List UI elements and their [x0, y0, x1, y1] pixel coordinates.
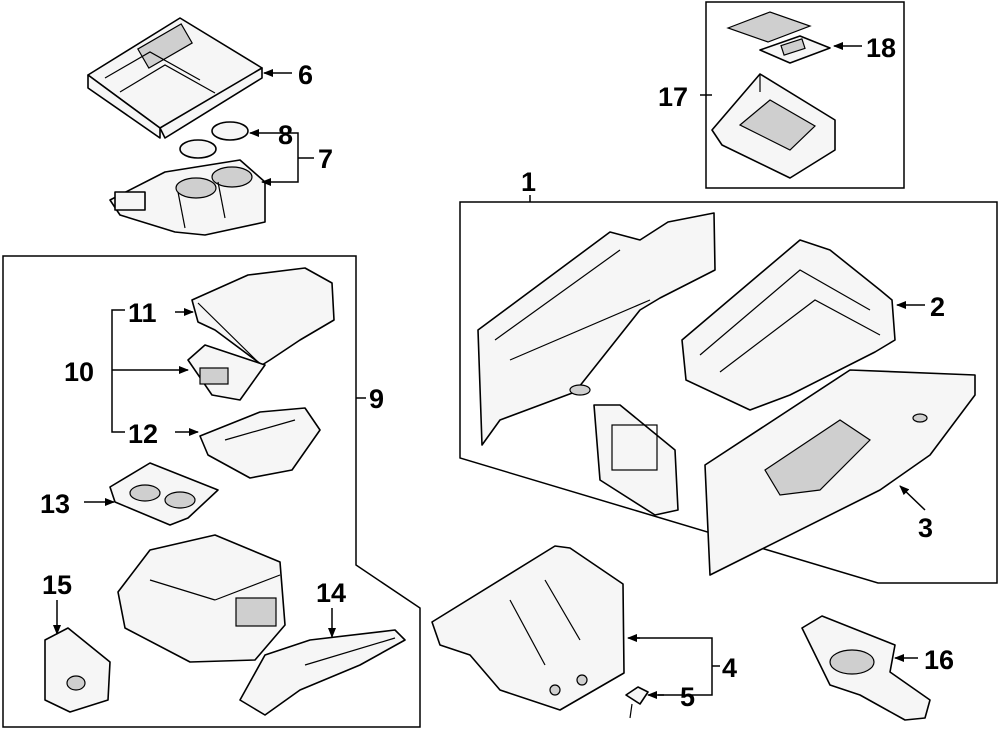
- callout-10: 10: [64, 357, 94, 387]
- callout-9: 9: [369, 384, 384, 414]
- part-14-trim-panel: [239, 629, 406, 716]
- part-12-hinge: [199, 407, 321, 479]
- callout-13: 13: [40, 489, 70, 519]
- part-15-switch-bezel: [44, 627, 111, 713]
- group-box-1: [459, 201, 998, 584]
- part-10-latch: [187, 344, 266, 401]
- part-2-console-bracket: [681, 239, 896, 411]
- callout-1: 1: [521, 167, 536, 197]
- part-7-cup-holder: [109, 159, 266, 236]
- part-8-cup-inserts: [179, 121, 249, 159]
- callout-16: 16: [924, 645, 954, 675]
- callout-3: 3: [918, 513, 933, 543]
- callout-2: 2: [930, 292, 945, 322]
- leader-4-bracket: [632, 637, 713, 696]
- part-4-console-frame: [431, 545, 625, 711]
- callout-6: 6: [298, 60, 313, 90]
- part-11-armrest-lid: [191, 267, 335, 366]
- part-6-console-top-panel: [87, 17, 263, 139]
- callout-15: 15: [42, 570, 72, 600]
- part-18-mats: [726, 11, 831, 64]
- callout-11: 11: [128, 298, 157, 328]
- callout-12: 12: [128, 419, 158, 449]
- callout-17: 17: [658, 82, 688, 112]
- part-16-end-trim: [801, 615, 931, 721]
- part-13-cup-holder: [109, 462, 219, 526]
- callout-18: 18: [866, 33, 896, 63]
- part-3-right-side-panel: [704, 369, 976, 576]
- callout-14: 14: [316, 578, 346, 608]
- group-box-9: [2, 255, 421, 728]
- part-1-support-frame: [593, 404, 679, 516]
- callout-4: 4: [722, 653, 737, 683]
- leader-3: [899, 485, 926, 511]
- part-9-armrest-base: [117, 534, 286, 663]
- leader-10-bracket: [111, 309, 125, 433]
- part-17-storage-tray: [711, 73, 836, 179]
- callout-7: 7: [318, 144, 333, 174]
- part-5-clip: [625, 686, 649, 719]
- callout-8: 8: [278, 120, 293, 150]
- callout-5: 5: [680, 682, 695, 712]
- part-1-left-side-panel: [477, 212, 716, 446]
